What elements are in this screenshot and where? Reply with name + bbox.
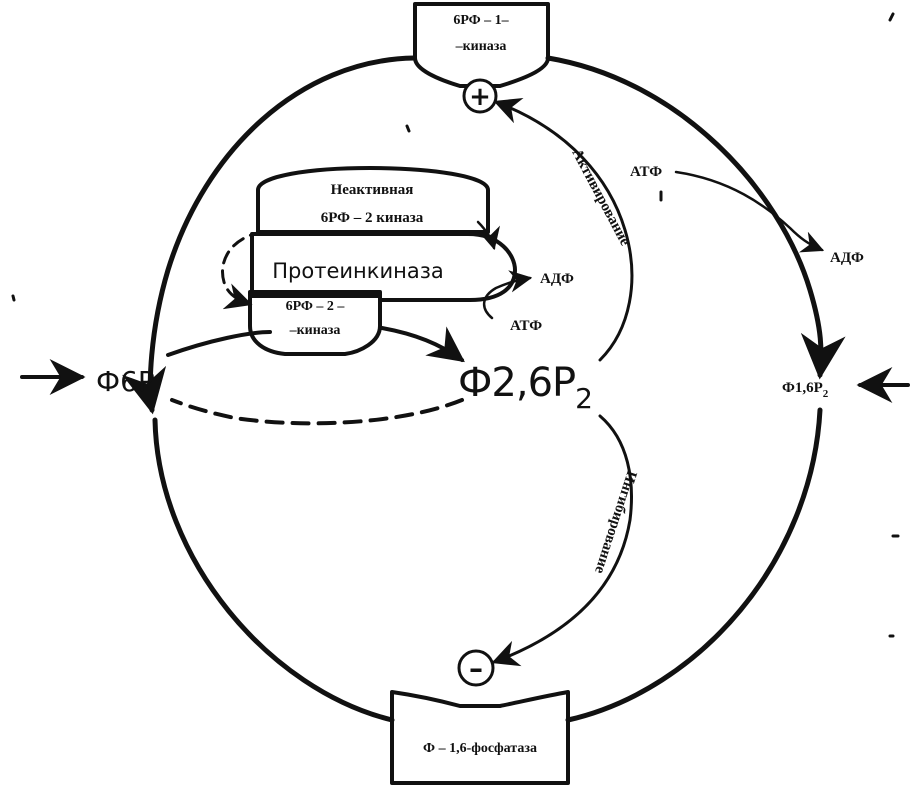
activation-arrow (493, 97, 634, 362)
inactive-pfk2-node: Неактивная 6РФ – 2 киназа (256, 166, 490, 234)
atp-right-label: АТФ (630, 164, 662, 180)
cycle-left-arc (122, 55, 417, 415)
inactive-line2: 6РФ – 2 киназа (321, 210, 424, 226)
f26p2-to-f6p-dashed (170, 398, 464, 426)
pfk1-line1: 6РФ – 1– (453, 13, 509, 28)
f16p2-label: Ф1,6Р2 (782, 380, 829, 400)
proteinkinase-label: Протеинкиназа (272, 259, 443, 283)
f6p-label: Ф6Р (96, 365, 155, 398)
f6p-to-f26p2-arrow (166, 328, 462, 360)
svg-text:Ф2,6Р2: Ф2,6Р2 (458, 360, 592, 415)
activation-inner-arrow (476, 220, 500, 251)
plus-sign-text: + (469, 82, 491, 112)
atp-adp-right-arrow (674, 170, 825, 253)
atp-mid-label: АТФ (510, 318, 542, 334)
f26p2-main: Ф2,6Р (458, 360, 575, 406)
inactive-line1: Неактивная (331, 182, 414, 198)
inhibition-label: Ингибирование (591, 469, 639, 576)
stray-mark-5 (11, 294, 16, 302)
f16p2-sub: 2 (823, 388, 829, 400)
stray-mark-4 (405, 124, 411, 133)
cycle-right-arc (545, 55, 846, 380)
fbpase-label: Ф – 1,6-фосфатаза (423, 741, 537, 756)
pfk2-line1: 6РФ – 2 – (286, 299, 346, 314)
adp-right-label: АДФ (830, 250, 864, 266)
pfk1-line2: –киназа (455, 39, 507, 54)
pfk2-node: 6РФ – 2 – –киназа (248, 290, 382, 356)
minus-sign-text: – (469, 652, 483, 685)
f26p2-label: Ф2,6Р2 (458, 360, 593, 415)
plus-sign: + (462, 78, 498, 114)
inhibition-arrow (491, 414, 633, 667)
dashed-loop (221, 230, 264, 310)
pfk2-line2: –киназа (289, 323, 341, 338)
svg-text:Ф1,6Р2: Ф1,6Р2 (782, 380, 829, 400)
minus-sign: – (457, 649, 495, 687)
atp-adp-mid-arrow (483, 270, 533, 320)
cycle-left-arc-lower (152, 417, 395, 723)
cycle-right-arc-lower (565, 407, 823, 723)
f16p2-main: Ф1,6Р (782, 380, 823, 396)
fbpase-node: Ф – 1,6-фосфатаза (390, 690, 570, 785)
f26p2-sub: 2 (575, 382, 592, 415)
pfk1-node: 6РФ – 1– –киназа (413, 2, 550, 88)
adp-mid-label: АДФ (540, 271, 574, 287)
stray-mark-1 (888, 12, 895, 22)
activation-label: Активирование (568, 146, 633, 249)
